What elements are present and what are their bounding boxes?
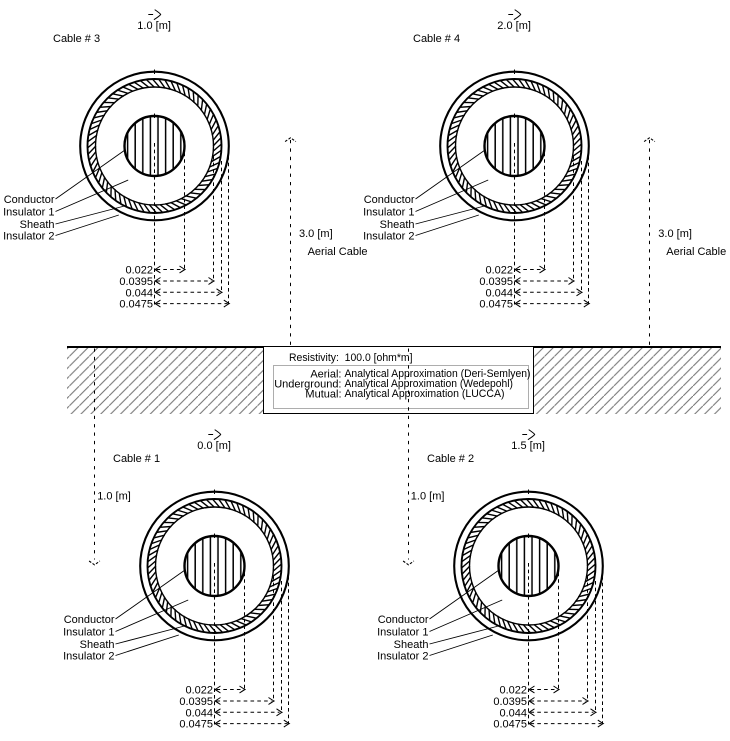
svg-text:Aerial:: Aerial: <box>310 368 341 380</box>
svg-text:2.0 [m]: 2.0 [m] <box>497 20 531 32</box>
svg-text:3.0 [m]: 3.0 [m] <box>299 228 333 240</box>
svg-text:Resistivity: 100.0 [ohm*m]: Resistivity: 100.0 [ohm*m] <box>289 352 413 364</box>
svg-text:Cable # 1: Cable # 1 <box>113 453 160 465</box>
svg-text:3.0 [m]: 3.0 [m] <box>658 228 692 240</box>
svg-text:Cable # 3: Cable # 3 <box>53 33 100 45</box>
svg-text:1.0 [m]: 1.0 [m] <box>97 491 131 503</box>
svg-text:Analytical Approximation (Deri: Analytical Approximation (Deri-Semlyen) <box>345 368 531 380</box>
svg-text:1.5 [m]: 1.5 [m] <box>511 440 545 452</box>
svg-text:Cable # 2: Cable # 2 <box>427 453 474 465</box>
svg-text:Aerial Cable: Aerial Cable <box>666 246 726 258</box>
svg-text:Cable # 4: Cable # 4 <box>413 33 460 45</box>
svg-text:Mutual:: Mutual: <box>305 389 341 401</box>
svg-text:0.0 [m]: 0.0 [m] <box>197 440 231 452</box>
svg-text:Analytical Approximation (LUCC: Analytical Approximation (LUCCA) <box>345 388 505 400</box>
svg-text:Analytical Approximation (Wede: Analytical Approximation (Wedepohl) <box>345 378 514 390</box>
svg-text:Aerial Cable: Aerial Cable <box>308 246 368 258</box>
svg-text:1.0 [m]: 1.0 [m] <box>411 491 445 503</box>
svg-text:1.0 [m]: 1.0 [m] <box>137 20 171 32</box>
svg-text:Underground:: Underground: <box>274 378 341 390</box>
